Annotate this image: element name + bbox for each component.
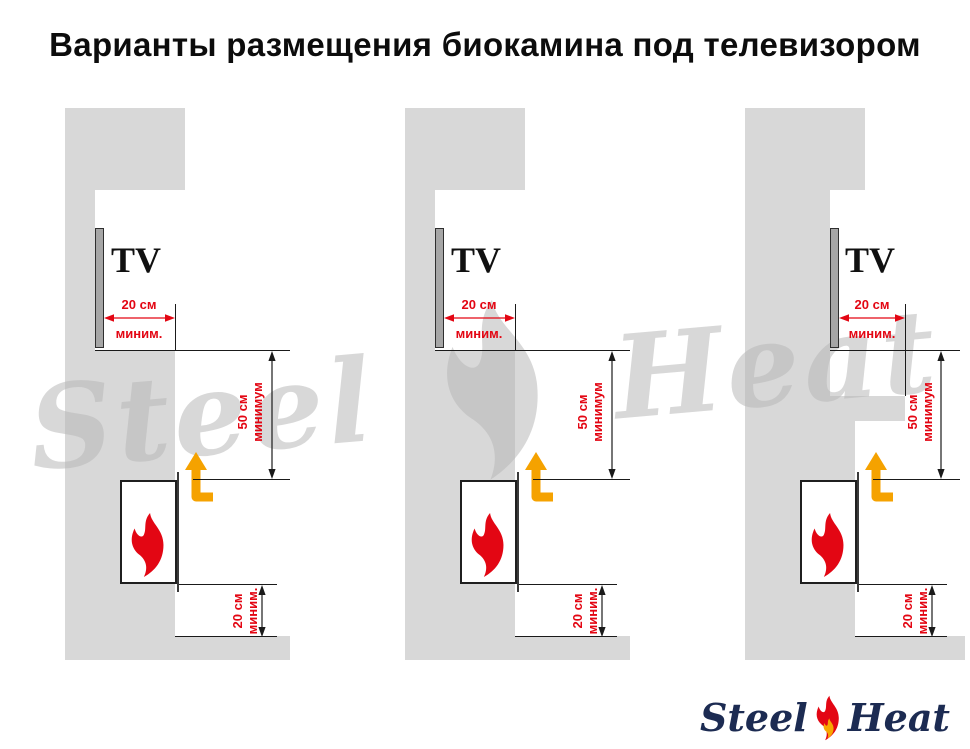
dim-tv-offset-arrow <box>444 314 515 322</box>
dim-value: 50 см <box>575 394 590 430</box>
logo-steel-text: Steel <box>699 695 808 740</box>
brand-logo: Steel Heat <box>700 695 950 741</box>
extension-line <box>175 636 277 637</box>
dim-tv-to-fireplace-arrow <box>608 351 616 479</box>
dim-value: 50 см <box>235 394 250 430</box>
page-title: Варианты размещения биокамина под телеви… <box>49 26 921 63</box>
extension-line <box>515 636 617 637</box>
dim-tv-offset-arrow <box>839 314 905 322</box>
dim-tv-offset-value: 20 см <box>121 297 157 312</box>
dim-tv-offset-qualifier: миним. <box>848 326 896 341</box>
dim-qualifier: минимум <box>250 382 265 442</box>
flame-icon <box>471 513 504 577</box>
dim-value: 50 см <box>905 394 920 430</box>
flame-icon <box>131 513 164 577</box>
dim-qualifier: миним. <box>245 587 260 635</box>
heat-arrow-up-icon <box>185 452 213 502</box>
placement-variant-2: TV 20 см миним. 50 см минимум 20 см <box>405 108 637 668</box>
dim-fireplace-to-floor-arrow <box>598 585 606 637</box>
extension-line <box>859 584 947 585</box>
tv-screen <box>435 228 444 348</box>
wall-mid-block <box>745 190 830 396</box>
wall-mantel-shelf <box>745 396 905 421</box>
extension-line <box>95 350 290 351</box>
dim-fireplace-to-floor-arrow <box>258 585 266 637</box>
fireplace-glass-line <box>857 472 859 592</box>
extension-line <box>175 304 176 350</box>
dim-qualifier: миним. <box>585 587 600 635</box>
extension-line <box>830 350 960 351</box>
tv-label: TV <box>451 240 502 280</box>
wall-floor-slab <box>65 636 290 660</box>
dim-fireplace-to-floor-arrow <box>928 585 936 637</box>
dim-value: 20 см <box>900 593 915 629</box>
logo-heat-text: Heat <box>847 695 950 740</box>
dim-tv-to-fireplace-arrow <box>268 351 276 479</box>
flame-icon <box>811 513 844 577</box>
dim-qualifier: миним. <box>915 587 930 635</box>
wall-floor-slab <box>745 636 965 660</box>
dim-tv-to-fireplace-label: 50 см минимум <box>905 347 935 477</box>
extension-line <box>179 584 277 585</box>
dim-value: 20 см <box>570 593 585 629</box>
wall-floor-slab <box>405 636 630 660</box>
dim-qualifier: минимум <box>590 382 605 442</box>
dim-tv-offset-qualifier: миним. <box>115 326 163 341</box>
heat-arrow-up-icon <box>525 452 553 502</box>
dim-tv-to-fireplace-arrow <box>937 351 945 479</box>
dim-tv-offset-arrow <box>104 314 175 322</box>
dim-tv-offset-value: 20 см <box>461 297 497 312</box>
dim-qualifier: минимум <box>920 382 935 442</box>
fireplace-glass-line <box>177 472 179 592</box>
dim-tv-offset-qualifier: миним. <box>455 326 503 341</box>
placement-variant-3: TV 20 см миним. 50 см минимум 20 см <box>745 108 970 668</box>
dim-tv-offset-value: 20 см <box>854 297 890 312</box>
dim-fireplace-to-floor-label: 20 см миним. <box>570 579 600 643</box>
dim-tv-to-fireplace-label: 50 см минимум <box>235 347 265 477</box>
logo-flame-icon <box>816 695 839 741</box>
tv-screen <box>830 228 839 348</box>
extension-line <box>519 584 617 585</box>
dim-tv-to-fireplace-label: 50 см минимум <box>575 347 605 477</box>
tv-label: TV <box>845 240 896 280</box>
extension-line <box>855 636 947 637</box>
tv-screen <box>95 228 104 348</box>
tv-label: TV <box>111 240 162 280</box>
extension-line <box>873 479 960 480</box>
extension-line <box>193 479 290 480</box>
dim-value: 20 см <box>230 593 245 629</box>
fireplace-glass-line <box>517 472 519 592</box>
dim-fireplace-to-floor-label: 20 см миним. <box>900 579 930 643</box>
placement-variant-1: TV 20 см миним. 50 см минимум <box>65 108 297 668</box>
dim-fireplace-to-floor-label: 20 см миним. <box>230 579 260 643</box>
extension-line <box>533 479 630 480</box>
heat-arrow-up-icon <box>865 452 893 502</box>
